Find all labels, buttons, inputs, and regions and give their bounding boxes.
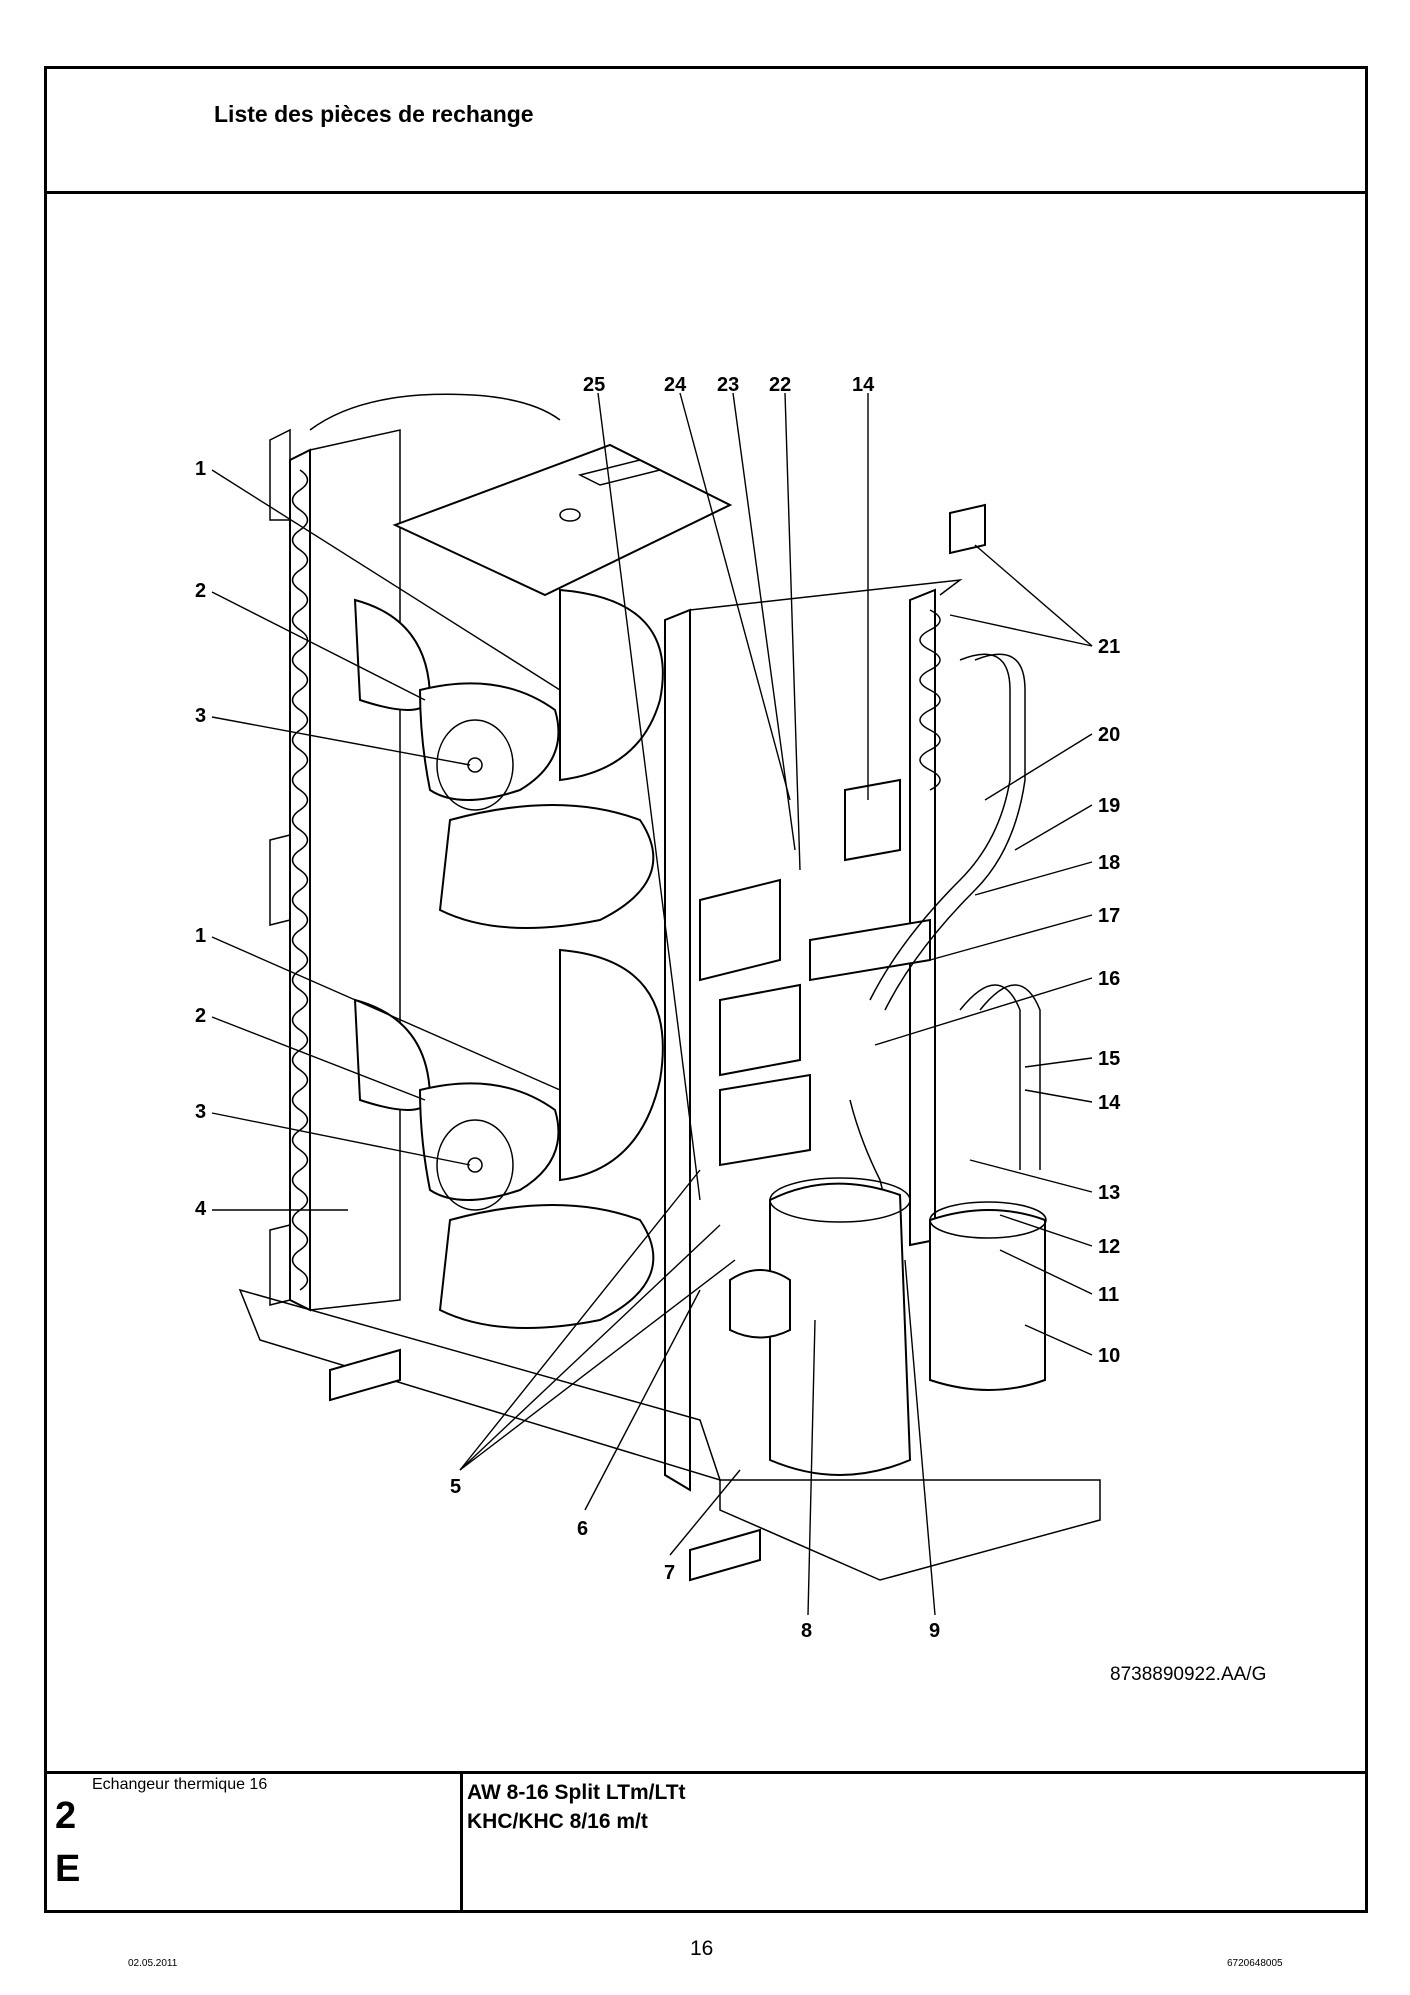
callout-17: 17: [1098, 905, 1120, 927]
section-name: Echangeur thermique 16: [92, 1776, 268, 1793]
exploded-view-drawing: 25 24 23 22 14 1 2 3 21 20 19 18 1 17 16…: [47, 194, 1365, 1774]
callout-21: 21: [1098, 636, 1120, 658]
callout-14: 14: [852, 374, 875, 396]
footer-divider: [460, 1772, 463, 1912]
callout-2: 2: [195, 580, 206, 602]
callout-3: 3: [195, 1101, 206, 1123]
callout-10: 10: [1098, 1345, 1120, 1367]
page-title: Liste des pièces de rechange: [214, 101, 534, 127]
callout-2: 2: [195, 1005, 206, 1027]
callout-9: 9: [929, 1620, 940, 1642]
callout-19: 19: [1098, 795, 1120, 817]
callout-8: 8: [801, 1620, 812, 1642]
callout-1: 1: [195, 458, 206, 480]
callout-15: 15: [1098, 1048, 1120, 1070]
model-line-2: KHC/KHC 8/16 m/t: [467, 1810, 648, 1833]
document-id: 6720648005: [1227, 1958, 1283, 1969]
callout-4: 4: [195, 1198, 207, 1220]
callout-16: 16: [1098, 968, 1120, 990]
callout-1: 1: [195, 925, 206, 947]
callout-7: 7: [664, 1562, 675, 1584]
callout-12: 12: [1098, 1236, 1120, 1258]
callout-11: 11: [1098, 1284, 1119, 1306]
section-number: 2: [55, 1795, 77, 1837]
callout-5: 5: [450, 1476, 461, 1498]
callout-22: 22: [769, 374, 791, 396]
page-number: 16: [690, 1937, 714, 1960]
callout-14: 14: [1098, 1092, 1121, 1114]
figure-reference: 8738890922.AA/G: [1110, 1664, 1267, 1685]
section-letter: E: [55, 1848, 81, 1890]
page-frame: [44, 66, 1368, 1913]
callout-24: 24: [664, 374, 687, 396]
callout-25: 25: [583, 374, 605, 396]
callout-6: 6: [577, 1518, 588, 1540]
callout-13: 13: [1098, 1182, 1120, 1204]
callout-18: 18: [1098, 852, 1120, 874]
footer-rule: [44, 1771, 1368, 1774]
header-rule: [44, 191, 1368, 194]
model-line-1: AW 8-16 Split LTm/LTt: [467, 1781, 686, 1804]
callout-20: 20: [1098, 724, 1120, 746]
callout-23: 23: [717, 374, 739, 396]
callout-3: 3: [195, 705, 206, 727]
date: 02.05.2011: [128, 1958, 178, 1969]
